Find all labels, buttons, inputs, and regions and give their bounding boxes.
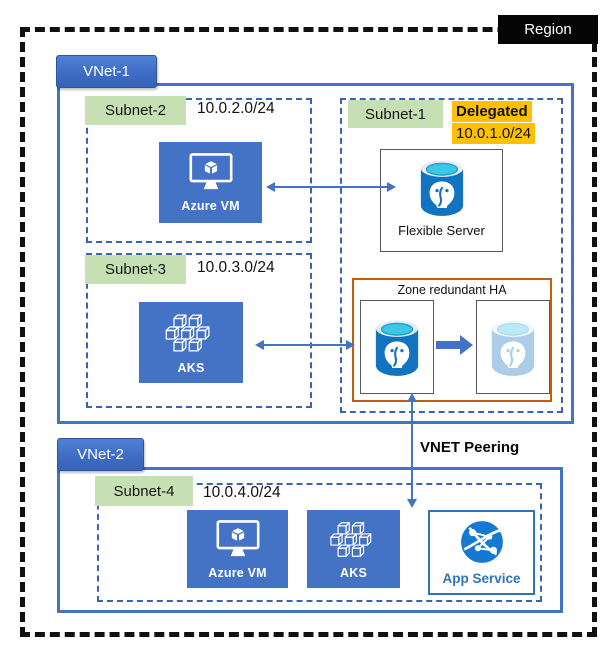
subnet4-name-label: Subnet-4 xyxy=(95,476,193,506)
subnet2-cidr: 10.0.2.0/24 xyxy=(197,100,275,117)
subnet2-name-label: Subnet-2 xyxy=(85,96,186,125)
ha-title: Zone redundant HA xyxy=(397,283,507,297)
aks-icon xyxy=(163,310,219,356)
vnet2-box xyxy=(57,467,563,613)
subnet1-cidr: 10.0.1.0/24 xyxy=(452,123,536,144)
aks-label-vnet1: AKS xyxy=(177,361,205,375)
delegated-badge: Delegated xyxy=(452,101,532,122)
subnet1-delegation-block: Delegated 10.0.1.0/24 xyxy=(452,101,536,144)
region-label: Region xyxy=(524,21,572,38)
subnet1-name-label: Subnet-1 xyxy=(348,100,443,128)
postgres-primary-card xyxy=(360,300,434,394)
vnet1-label: VNet-1 xyxy=(83,63,130,80)
aks-tile-vnet2: AKS xyxy=(307,510,400,588)
postgresql-primary-icon xyxy=(366,313,428,381)
subnet3-box xyxy=(86,253,312,408)
app-service-label: App Service xyxy=(442,571,521,586)
flexible-server-label: Flexible Server xyxy=(398,223,485,238)
subnet4-box xyxy=(97,483,542,602)
azure-vm-icon xyxy=(212,519,264,561)
flexible-server-card: Flexible Server xyxy=(380,149,503,252)
subnet2-box xyxy=(86,98,312,243)
vnet2-tab: VNet-2 xyxy=(57,438,144,471)
vm-flexibleserver-arrow xyxy=(274,186,388,188)
subnet3-cidr: 10.0.3.0/24 xyxy=(197,259,275,276)
subnet1-name: Subnet-1 xyxy=(365,105,426,123)
subnet3-name-label: Subnet-3 xyxy=(85,255,186,284)
azure-vm-tile-vnet2: Azure VM xyxy=(187,510,288,588)
aks-ha-arrow xyxy=(263,344,347,346)
primary-to-standby-arrow xyxy=(436,341,460,349)
app-service-globe-icon xyxy=(459,519,505,565)
azure-vm-label-vnet1: Azure VM xyxy=(181,199,240,213)
vnet2-label: VNet-2 xyxy=(77,446,124,463)
postgresql-standby-faded-icon xyxy=(482,313,544,381)
aks-icon xyxy=(328,518,380,561)
app-service-card: App Service xyxy=(428,510,535,595)
azure-vm-tile-vnet1: Azure VM xyxy=(159,142,262,223)
aks-tile-vnet1: AKS xyxy=(139,302,243,383)
postgres-standby-card xyxy=(476,300,550,394)
aks-label-vnet2: AKS xyxy=(340,566,367,580)
vnet-peering-label: VNET Peering xyxy=(420,439,520,456)
azure-vm-icon xyxy=(185,152,237,194)
subnet2-name: Subnet-2 xyxy=(105,102,166,119)
region-boundary xyxy=(20,27,597,637)
region-badge: Region xyxy=(498,15,598,44)
azure-vm-label-vnet2: Azure VM xyxy=(208,565,267,580)
postgresql-flexible-server-icon xyxy=(411,153,473,221)
vnet-peering-arrow xyxy=(411,401,413,500)
vnet1-box xyxy=(57,83,574,424)
subnet4-name: Subnet-4 xyxy=(113,482,175,500)
subnet1-box xyxy=(340,98,563,413)
vnet1-tab: VNet-1 xyxy=(56,55,157,88)
subnet4-cidr: 10.0.4.0/24 xyxy=(203,484,281,501)
subnet3-name: Subnet-3 xyxy=(105,261,166,278)
